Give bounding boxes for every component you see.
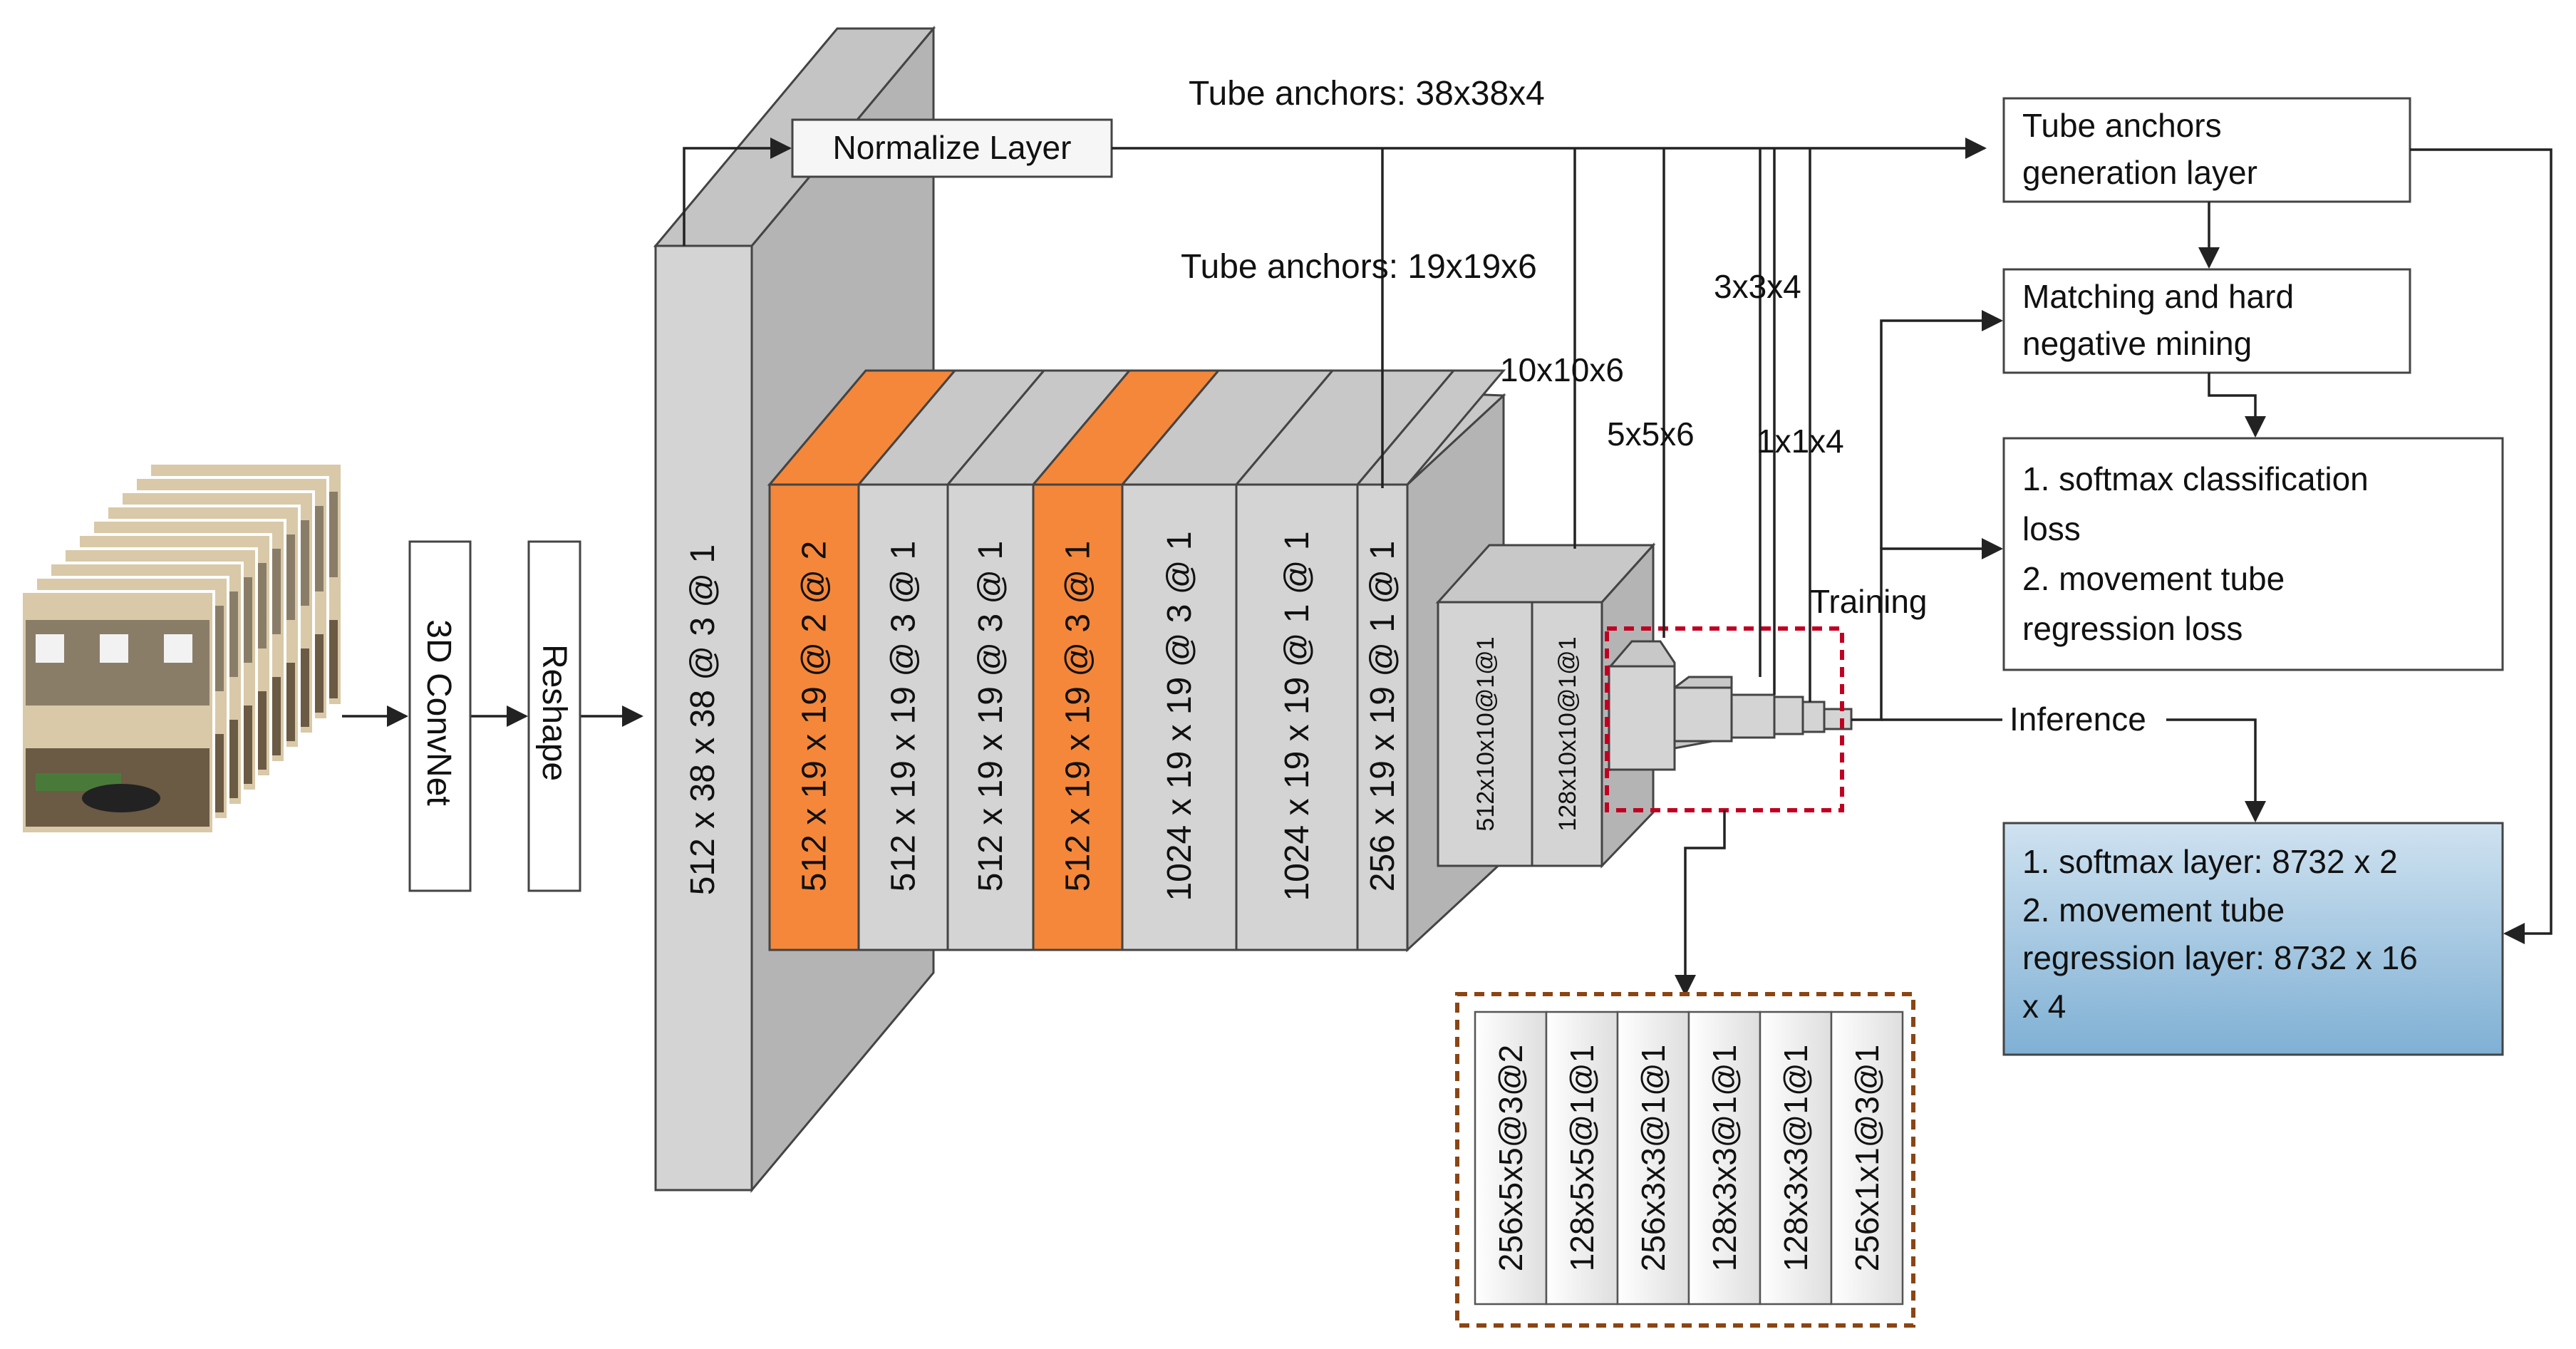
small-conv-cascade: [1608, 640, 1853, 772]
output-line-1: 1. softmax layer: 8732 x 2: [2022, 843, 2398, 880]
main-layer-label: 512 x 19 x 19 @ 3 @ 1: [1060, 541, 1097, 891]
anchor-tap-lines: [1112, 138, 1987, 702]
detail-layer-label: 128x5x5@1@1: [1563, 1045, 1600, 1271]
mid-layer-label: 512x10x10@1@1: [1472, 636, 1499, 831]
anchor-label-3x3: 3x3x4: [1714, 268, 1801, 305]
loss-line-4: regression loss: [2022, 610, 2243, 647]
anchor-label-1x1: 1x1x4: [1757, 423, 1844, 460]
anchor-label-10x10: 10x10x6: [1500, 351, 1624, 388]
output-line-4: x 4: [2022, 988, 2066, 1025]
detail-layer-label: 256x3x3@1@1: [1635, 1045, 1672, 1271]
video-frame: [20, 590, 215, 835]
mid-layer: 512x10x10@1@1: [1437, 601, 1533, 867]
mid-layer: 128x10x10@1@1: [1531, 601, 1603, 867]
anchor-label-38x38: Tube anchors: 38x38x4: [1189, 75, 1545, 113]
matching-line-1: Matching and hard: [2022, 278, 2294, 315]
normalize-layer-box: Normalize Layer: [791, 118, 1113, 178]
anchor-label-19x19: Tube anchors: 19x19x6: [1181, 248, 1537, 286]
reshape-label: Reshape: [535, 644, 573, 781]
inference-label: Inference: [2009, 701, 2146, 738]
main-layer-label: 512 x 19 x 19 @ 3 @ 1: [885, 541, 923, 891]
base-layer-label: 512 x 38 x 38 @ 3 @ 1: [684, 544, 722, 895]
detail-layer: 256x3x3@1@1: [1616, 1011, 1690, 1306]
matching-line-2: negative mining: [2022, 325, 2252, 362]
detail-layer: 128x3x3@1@1: [1759, 1011, 1833, 1306]
loss-line-3: 2. movement tube: [2022, 560, 2285, 597]
mid-conv-block: 512x10x10@1@1 128x10x10@1@1: [1435, 542, 1656, 869]
main-conv-block: 512 x 19 x 19 @ 2 @ 2 512 x 19 x 19 @ 3 @…: [767, 369, 1506, 953]
detail-layers-panel: 256x5x5@3@2 128x5x5@1@1 256x3x3@1@1 128x3x3…: [1455, 992, 1915, 1328]
detail-layer: 256x1x1@3@1: [1830, 1011, 1904, 1306]
reshape-block: Reshape: [527, 540, 581, 892]
main-layer: 1024 x 19 x 19 @ 3 @ 1: [1119, 369, 1335, 951]
output-line-2: 2. movement tube: [2022, 891, 2285, 929]
output-layers-box: 1. softmax layer: 8732 x 2 2. movement t…: [2002, 822, 2504, 1056]
convnet-block: 3D ConvNet: [408, 540, 472, 892]
main-layer: 512 x 19 x 19 @ 2 @ 2: [767, 369, 958, 951]
matching-box: Matching and hard negative mining: [2002, 268, 2411, 374]
main-layer-label: 256 x 19 x 19 @ 1 @ 1: [1364, 541, 1402, 891]
input-video-frames: [20, 462, 343, 835]
detail-layer: 128x3x3@1@1: [1687, 1011, 1762, 1306]
training-to-matching: [1880, 310, 2003, 549]
normalize-layer-label: Normalize Layer: [833, 129, 1072, 166]
arrow-gen-to-output: [2410, 148, 2552, 944]
main-layer: 1024 x 19 x 19 @ 1 @ 1: [1233, 369, 1457, 951]
detail-layer-label: 256x5x5@3@2: [1492, 1045, 1529, 1271]
mid-layer-label: 128x10x10@1@1: [1554, 636, 1581, 831]
loss-line-2: loss: [2022, 510, 2081, 547]
main-layer-label: 1024 x 19 x 19 @ 1 @ 1: [1278, 531, 1316, 901]
tube-gen-line-1: Tube anchors: [2022, 107, 2222, 144]
training-label: Training: [1810, 583, 1927, 620]
detail-layer: 128x5x5@1@1: [1545, 1011, 1619, 1306]
main-layer-label: 512 x 19 x 19 @ 2 @ 2: [796, 541, 834, 891]
tube-anchors-generation-box: Tube anchors generation layer: [2002, 97, 2411, 203]
detail-layer-label: 128x3x3@1@1: [1706, 1045, 1743, 1271]
detail-layer-label: 256x1x1@3@1: [1848, 1045, 1886, 1271]
tube-gen-line-2: generation layer: [2022, 154, 2257, 191]
main-layer: 512 x 19 x 19 @ 3 @ 1: [1030, 369, 1221, 951]
detail-layer-label: 128x3x3@1@1: [1777, 1045, 1814, 1271]
main-layer: 512 x 19 x 19 @ 3 @ 1: [856, 369, 1047, 951]
output-line-3: regression layer: 8732 x 16: [2022, 939, 2418, 976]
convnet-label: 3D ConvNet: [420, 619, 457, 805]
arrow-base-to-normalize: [683, 138, 792, 246]
loss-box: 1. softmax classification loss 2. moveme…: [2002, 437, 2504, 671]
detail-layer: 256x5x5@3@2: [1474, 1011, 1548, 1306]
loss-line-1: 1. softmax classification: [2022, 460, 2369, 497]
training-branch: [1851, 538, 2003, 721]
main-layer-label: 512 x 19 x 19 @ 3 @ 1: [972, 541, 1010, 891]
arrow-cascade-to-detail: [1675, 810, 1726, 996]
anchor-label-5x5: 5x5x6: [1607, 415, 1695, 453]
arrow-matching-to-loss: [2208, 373, 2266, 438]
main-layer-label: 1024 x 19 x 19 @ 3 @ 1: [1161, 531, 1199, 901]
